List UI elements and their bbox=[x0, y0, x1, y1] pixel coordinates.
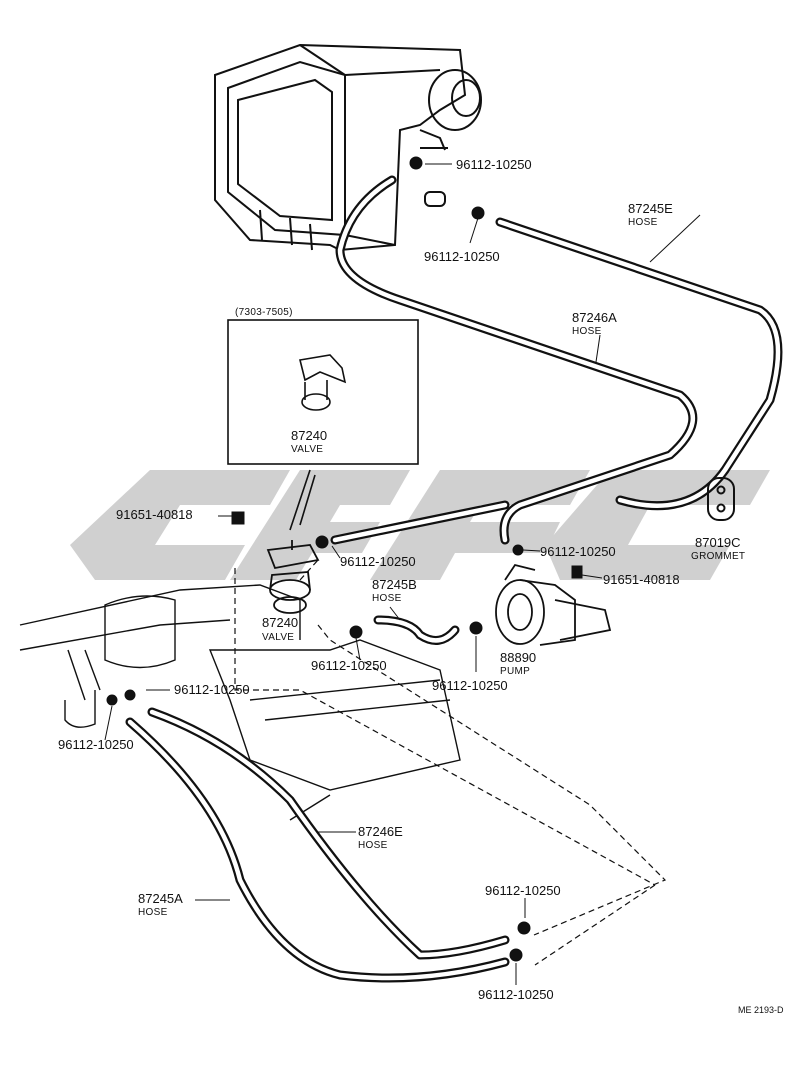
clamp-label: 96112-10250 bbox=[485, 883, 561, 898]
hose-87245A-name: HOSE bbox=[138, 907, 168, 918]
hose-87246A-number: 87246A bbox=[572, 310, 617, 325]
hose-87246E bbox=[147, 707, 510, 960]
bolt-label: 91651-40818 bbox=[116, 507, 193, 522]
grommet-name: GROMMET bbox=[691, 551, 745, 562]
heater-unit bbox=[214, 43, 482, 252]
clamp-label: 96112-10250 bbox=[58, 737, 134, 752]
hose-87245B-name: HOSE bbox=[372, 593, 402, 604]
clamp-label: 96112-10250 bbox=[456, 157, 532, 172]
inset-part-number: 87240 bbox=[291, 428, 327, 443]
dashed-routing bbox=[234, 559, 667, 966]
clamp-label: 96112-10250 bbox=[432, 678, 508, 693]
hose-87246E-number: 87246E bbox=[358, 824, 403, 839]
clamp-label: 96112-10250 bbox=[174, 682, 250, 697]
hose-87245B-number: 87245B bbox=[372, 577, 417, 592]
hose-87245E-number: 87245E bbox=[628, 201, 673, 216]
hose-87246E-name: HOSE bbox=[358, 840, 388, 851]
pump-88890 bbox=[495, 563, 612, 646]
valve-87240 bbox=[266, 540, 320, 614]
hose-87245A-number: 87245A bbox=[138, 891, 183, 906]
grommet-87019C bbox=[707, 477, 735, 521]
clamps bbox=[106, 156, 583, 962]
pump-number: 88890 bbox=[500, 650, 536, 665]
bolt-label: 91651-40818 bbox=[603, 572, 680, 587]
pump-name: PUMP bbox=[500, 666, 530, 677]
leader-lines bbox=[104, 163, 701, 985]
clamp-label: 96112-10250 bbox=[540, 544, 616, 559]
grommet-number: 87019C bbox=[695, 535, 741, 550]
hose-87245E-name: HOSE bbox=[628, 217, 658, 228]
clamp-label: 96112-10250 bbox=[340, 554, 416, 569]
valve-name: VALVE bbox=[262, 632, 294, 643]
inset-range: (7303-7505) bbox=[235, 307, 293, 318]
drawing-reference: ME 2193-D bbox=[738, 1005, 784, 1015]
valve-number: 87240 bbox=[262, 615, 298, 630]
inset-part-name: VALVE bbox=[291, 444, 323, 455]
hose-87245A bbox=[125, 717, 510, 983]
hose-87246A-name: HOSE bbox=[572, 326, 602, 337]
clamp-label: 96112-10250 bbox=[311, 658, 387, 673]
inset-box bbox=[227, 319, 419, 531]
clamp-label: 96112-10250 bbox=[424, 249, 500, 264]
clamp-label: 96112-10250 bbox=[478, 987, 554, 1002]
